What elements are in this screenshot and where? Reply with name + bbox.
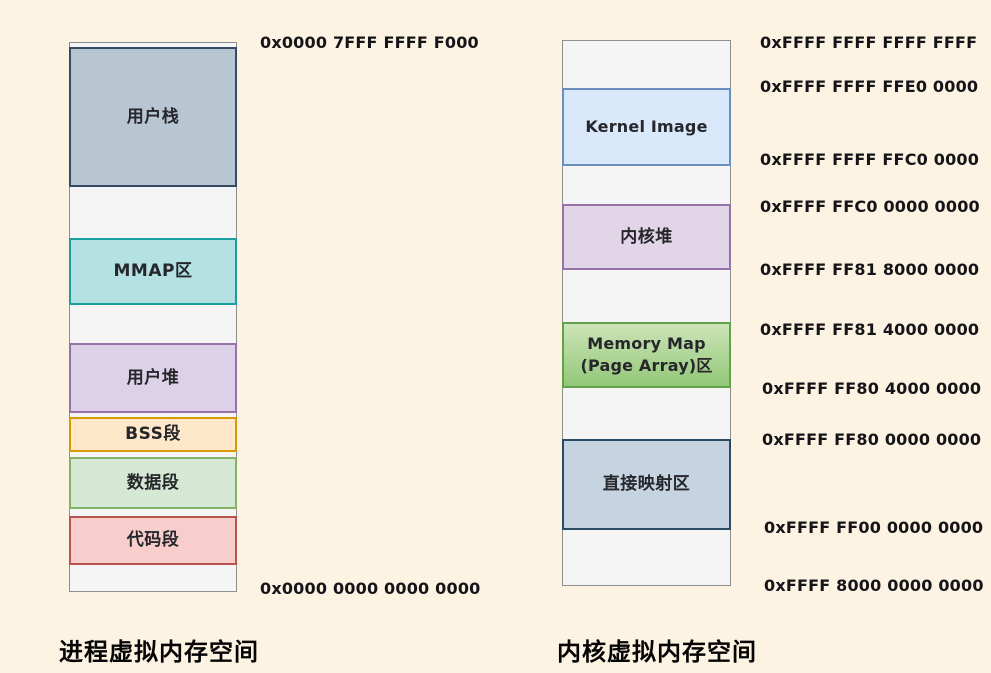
kernel-space-caption: 内核虚拟内存空间	[557, 638, 757, 666]
kernel-address-0: 0xFFFF FFFF FFFF FFFF	[760, 33, 978, 52]
kernel-address-6: 0xFFFF FF80 4000 0000	[762, 379, 982, 398]
kernel-address-2: 0xFFFF FFFF FFC0 0000	[760, 150, 980, 169]
kernel-address-4: 0xFFFF FF81 8000 0000	[760, 260, 980, 279]
segment-user-heap: 用户堆	[69, 343, 237, 413]
kernel-address-8: 0xFFFF FF00 0000 0000	[764, 518, 984, 537]
segment-user-heap-label: 用户堆	[126, 367, 180, 388]
process-top-address: 0x0000 7FFF FFFF F000	[260, 33, 479, 52]
segment-kernel-image-label: Kernel Image	[585, 117, 708, 137]
segment-direct-mapping-label: 直接映射区	[602, 474, 691, 495]
kernel-address-5: 0xFFFF FF81 4000 0000	[760, 320, 980, 339]
segment-code-label: 代码段	[126, 530, 180, 551]
segment-mmap-label: MMAP区	[113, 261, 193, 282]
kernel-address-7: 0xFFFF FF80 0000 0000	[762, 430, 982, 449]
kernel-address-1: 0xFFFF FFFF FFE0 0000	[760, 77, 979, 96]
segment-user-stack: 用户栈	[69, 47, 237, 187]
segment-memory-map: Memory Map (Page Array)区	[562, 322, 731, 388]
segment-memory-map-label: Memory Map (Page Array)区	[580, 334, 713, 375]
segment-user-stack-label: 用户栈	[126, 106, 180, 127]
segment-data-label: 数据段	[126, 472, 180, 493]
segment-direct-mapping: 直接映射区	[562, 439, 731, 530]
segment-kernel-image: Kernel Image	[562, 88, 731, 166]
segment-code: 代码段	[69, 516, 237, 565]
kernel-address-3: 0xFFFF FFC0 0000 0000	[760, 197, 980, 216]
kernel-address-9: 0xFFFF 8000 0000 0000	[764, 576, 984, 595]
segment-bss: BSS段	[69, 417, 237, 452]
segment-kernel-heap-label: 内核堆	[620, 226, 673, 247]
segment-mmap: MMAP区	[69, 238, 237, 305]
segment-bss-label: BSS段	[125, 424, 181, 445]
process-space-caption: 进程虚拟内存空间	[59, 638, 259, 666]
segment-data: 数据段	[69, 457, 237, 509]
process-bottom-address: 0x0000 0000 0000 0000	[260, 579, 481, 598]
segment-kernel-heap: 内核堆	[562, 204, 731, 270]
